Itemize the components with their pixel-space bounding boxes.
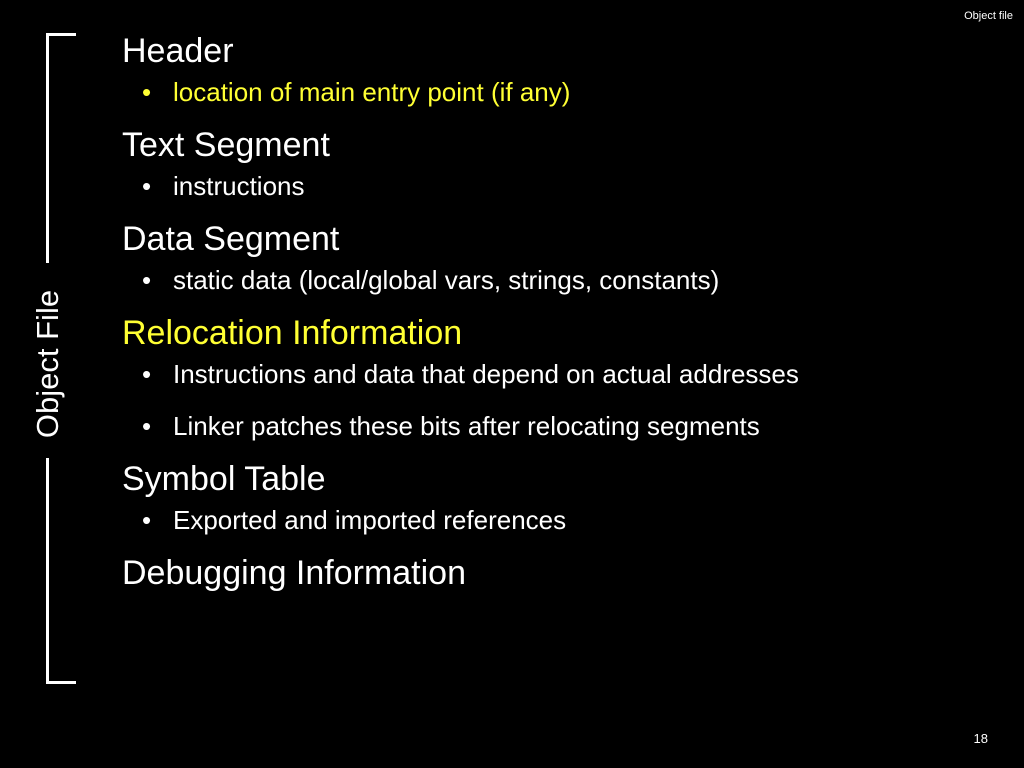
bullet-text: Linker patches these bits after relocati… [173, 411, 760, 441]
bullet-dot-icon: • [142, 265, 152, 295]
section-heading: Symbol Table [122, 460, 326, 498]
section-symbol-table: Symbol Table • Exported and imported refe… [122, 456, 1012, 538]
bullet-text: Instructions and data that depend on act… [173, 359, 799, 389]
bullet-text: instructions [173, 171, 305, 201]
bullet-text: location of main entry point (if any) [173, 77, 571, 107]
bullet-dot-icon: • [142, 359, 152, 389]
bullet-list: • instructions [122, 168, 1012, 204]
bullet-item: • location of main entry point (if any) [122, 74, 1012, 110]
section-data-segment: Data Segment • static data (local/global … [122, 216, 1012, 298]
bullet-item: • static data (local/global vars, strings… [122, 262, 1012, 298]
section-header: Header • location of main entry point (if… [122, 28, 1012, 110]
bracket-label: Object File [30, 289, 65, 439]
bracket-line-top [46, 33, 49, 263]
section-heading: Data Segment [122, 220, 340, 258]
section-heading: Text Segment [122, 126, 330, 164]
bullet-text: static data (local/global vars, strings,… [173, 265, 720, 295]
slide-corner-title: Object file [964, 10, 1013, 22]
bullet-dot-icon: • [142, 505, 152, 535]
bullet-text: Exported and imported references [173, 505, 567, 535]
section-debugging-information: Debugging Information [122, 550, 1012, 596]
bullet-list: • Instructions and data that depend on ac… [122, 356, 1012, 444]
bullet-list: • static data (local/global vars, strings… [122, 262, 1012, 298]
section-relocation-information: Relocation Information • Instructions and… [122, 310, 1012, 444]
section-text-segment: Text Segment • instructions [122, 122, 1012, 204]
bullet-dot-icon: • [142, 411, 152, 441]
bullet-list: • location of main entry point (if any) [122, 74, 1012, 110]
bracket-cap-top [46, 33, 76, 36]
bullet-list: • Exported and imported references [122, 502, 1012, 538]
bullet-item: • instructions [122, 168, 1012, 204]
section-heading: Relocation Information [122, 314, 463, 352]
bracket-cap-bottom [46, 681, 76, 684]
section-heading: Debugging Information [122, 554, 467, 592]
bullet-item: • Linker patches these bits after relocat… [122, 408, 1012, 444]
bullet-item: • Exported and imported references [122, 502, 1012, 538]
bracket-line-bottom [46, 458, 49, 684]
slide-content: Header • location of main entry point (if… [122, 28, 1012, 596]
bullet-dot-icon: • [142, 77, 152, 107]
section-heading: Header [122, 32, 234, 70]
bullet-item: • Instructions and data that depend on ac… [122, 356, 1012, 392]
page-number: 18 [973, 731, 988, 746]
bullet-dot-icon: • [142, 171, 152, 201]
